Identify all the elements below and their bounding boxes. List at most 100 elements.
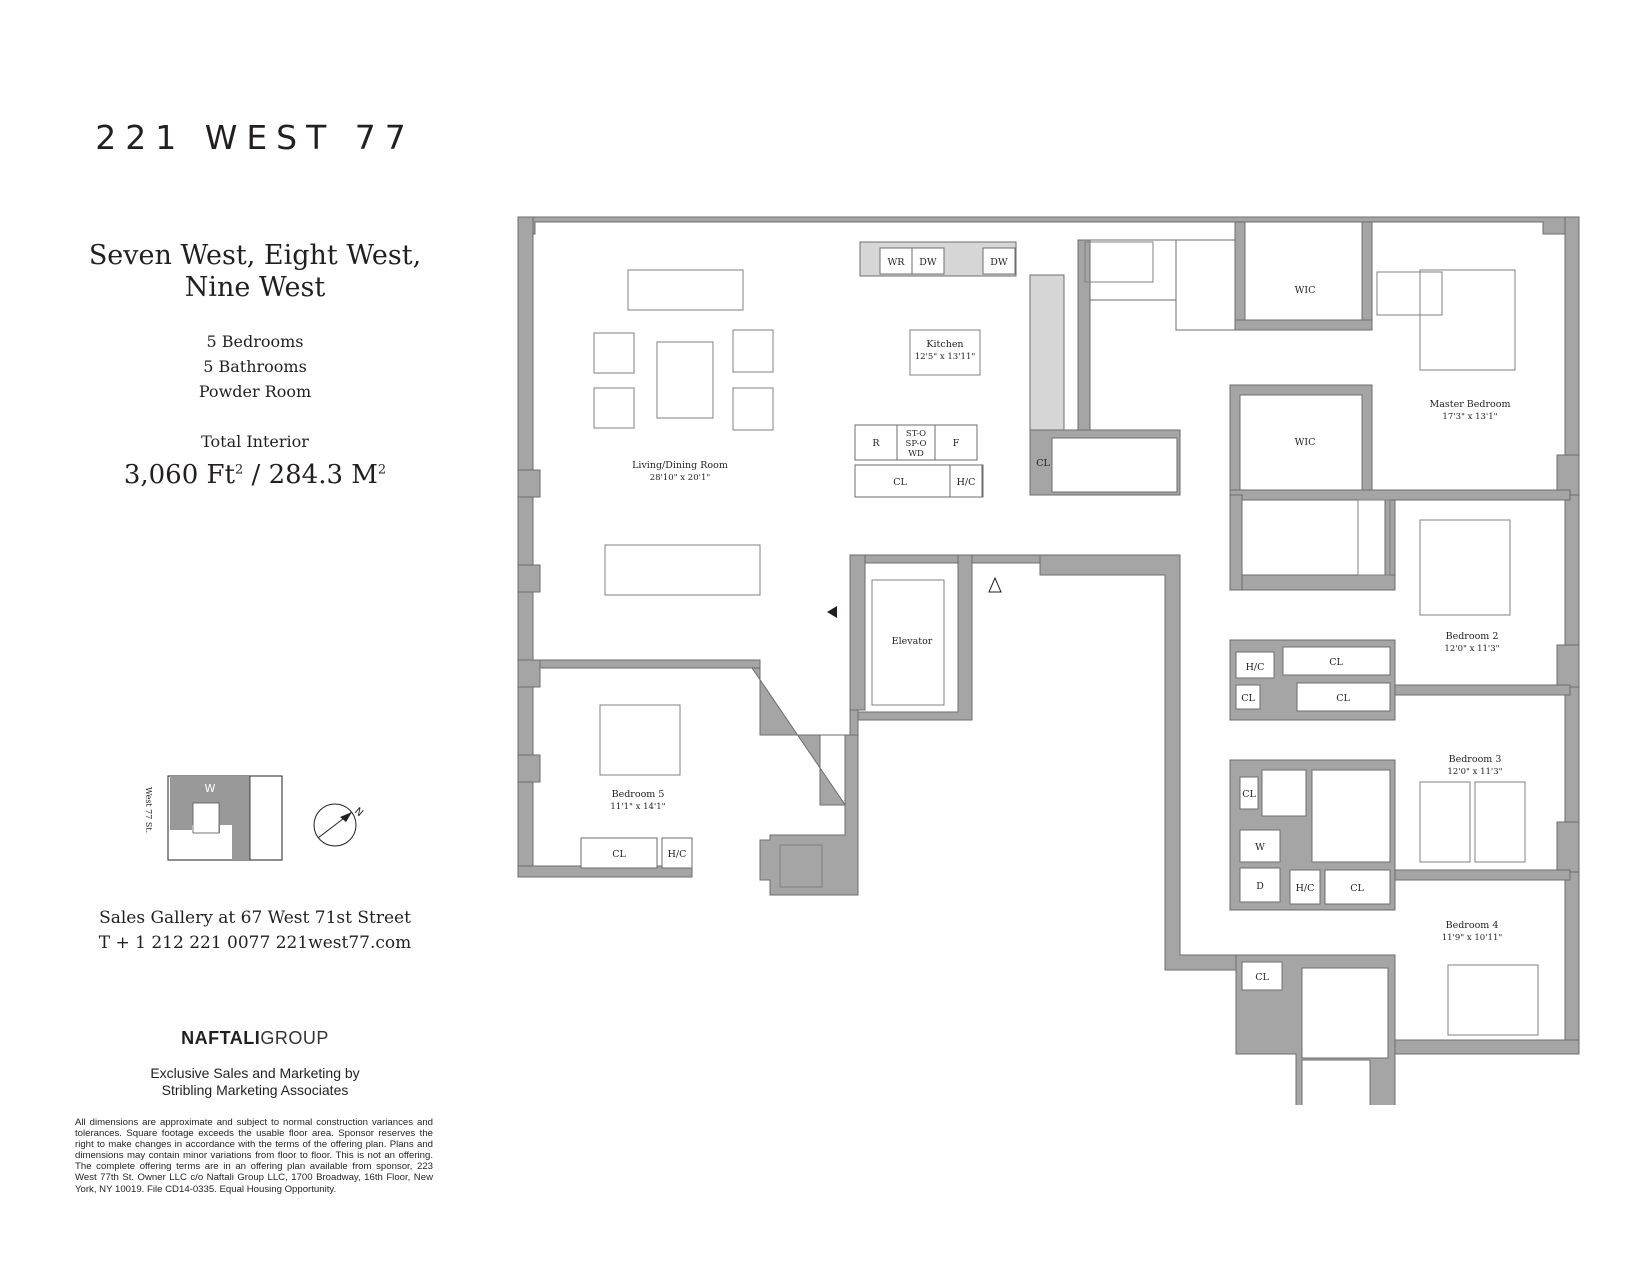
bed-3b (1474, 781, 1526, 863)
label-cl-kitchen: CL (893, 477, 907, 488)
pier-left-4 (517, 754, 541, 783)
hc-kitchen (949, 464, 983, 498)
key-plan-street-label: West 77 St. (144, 787, 153, 833)
dryer (1239, 867, 1281, 903)
elevator-car (871, 579, 945, 706)
armchair-1 (593, 332, 635, 374)
wall-bath-core (759, 734, 859, 896)
living-room-name: Living/Dining Room (632, 460, 728, 471)
bedroom3-name: Bedroom 3 (1449, 754, 1502, 765)
bed-3a (1419, 781, 1471, 863)
total-interior-label: Total Interior (201, 432, 309, 451)
bed-4 (1447, 964, 1539, 1036)
powder-room-floor (1051, 437, 1178, 493)
cl-4 (1241, 961, 1283, 991)
wall-master-bottom (1229, 489, 1571, 501)
area-m-sup: 2 (377, 462, 387, 478)
shower-4 (1301, 1059, 1371, 1105)
label-cl-23b: CL (1336, 693, 1350, 704)
label-wd: WD (908, 449, 924, 459)
label-wic-2: WIC (1295, 437, 1316, 448)
walls (517, 216, 1580, 1105)
label-wic-1: WIC (1295, 285, 1316, 296)
wall-wic-left (1234, 221, 1246, 331)
pier-left-2 (517, 564, 541, 593)
sales-gallery: Sales Gallery at 67 West 71st Street (99, 908, 411, 928)
refrigerator (854, 424, 898, 461)
label-hc-bed5: H/C (668, 849, 687, 860)
closet-23b (1296, 682, 1391, 712)
unit-names-line2: Nine West (184, 272, 326, 303)
floor-plan: Living/Dining Room 28'10" x 20'1" Kitche… (517, 216, 1580, 1105)
label-cl-4: CL (1255, 972, 1269, 983)
wall-corridor (1039, 554, 1237, 971)
developer-logo-bold: NAFTALI (181, 1028, 261, 1048)
bedroom4-dim: 11'9" x 10'11" (1442, 933, 1503, 943)
pier-right-2 (1556, 644, 1580, 688)
shower-34 (1261, 769, 1307, 817)
wall-bath2-left (1229, 494, 1243, 591)
bedroom2-name: Bedroom 2 (1446, 631, 1499, 642)
wall-bed34 (1394, 869, 1571, 881)
label-sp: SP-O (906, 439, 927, 449)
developer-logo: NAFTALIGROUP (0, 1028, 510, 1049)
armchair-3 (732, 329, 774, 373)
area-ft-sup: 2 (235, 462, 244, 478)
label-wr: WR (888, 257, 906, 268)
marketing-line1: Exclusive Sales and Marketing by (150, 1065, 360, 1081)
brand-logo: 221 WEST 77 (95, 118, 415, 157)
label-cl-23a: CL (1329, 657, 1343, 668)
kitchen-table (909, 329, 981, 376)
label-cl-bed5: CL (612, 849, 626, 860)
label-r: R (872, 438, 880, 449)
cl-34 (1239, 776, 1259, 810)
pier-left-1 (517, 469, 541, 498)
counter-right (1029, 274, 1065, 436)
pier-right-3 (1556, 821, 1580, 873)
master-bedroom-dim: 17'3" x 13'1" (1442, 412, 1497, 422)
tub-2 (1357, 499, 1391, 576)
bedroom5-name: Bedroom 5 (612, 789, 665, 800)
powder-room: Powder Room (198, 382, 312, 401)
tub-upper (1084, 241, 1154, 283)
armchair-4 (732, 387, 774, 431)
wall-wic-right (1361, 221, 1373, 331)
shower-core (779, 844, 823, 888)
hc-34 (1289, 869, 1321, 905)
marketing-line2: Stribling Marketing Associates (161, 1082, 349, 1098)
bathrooms-count: 5 Bathrooms (203, 357, 307, 376)
bedrooms-count: 5 Bedrooms (206, 332, 304, 351)
north-arrow-icon (988, 576, 1002, 593)
bedroom4-name: Bedroom 4 (1446, 920, 1499, 931)
master-bed (1419, 269, 1516, 371)
key-plan-wing-label: W (205, 782, 216, 795)
cl-23 (1235, 684, 1261, 710)
pier-right-1 (1556, 454, 1580, 496)
armchair-2 (593, 387, 635, 429)
legal-disclaimer: All dimensions are approximate and subje… (75, 1117, 433, 1195)
master-bed-pillows (1376, 271, 1443, 316)
label-cl-34: CL (1242, 789, 1256, 800)
label-f: F (953, 438, 960, 449)
dining-table (604, 544, 761, 596)
hc-23 (1235, 651, 1275, 679)
kitchen-name: Kitchen (926, 339, 963, 350)
label-cl-34b: CL (1350, 883, 1364, 894)
cl-34b (1324, 869, 1391, 905)
wall-bed23 (1394, 684, 1571, 696)
kitchen-dim: 12'5" x 13'11" (915, 352, 976, 362)
shower-upper (1175, 239, 1241, 331)
dishwasher-1 (911, 247, 945, 275)
bath-4 (1301, 967, 1389, 1059)
hc-bed5 (661, 837, 693, 869)
area-m: 284.3 M (268, 460, 378, 490)
info-panel: 221 WEST 77 Seven West, Eight West, Nine… (0, 0, 510, 1275)
wall-bed5-top (539, 659, 761, 669)
compass-arrow-icon (340, 812, 352, 822)
unit-names: Seven West, Eight West, Nine West (0, 240, 510, 304)
closet-23a (1282, 646, 1391, 676)
bed-2 (1419, 519, 1511, 616)
label-dw-2: DW (990, 257, 1008, 268)
label-hc-kitchen: H/C (957, 477, 976, 488)
pier-left-3 (517, 659, 541, 688)
